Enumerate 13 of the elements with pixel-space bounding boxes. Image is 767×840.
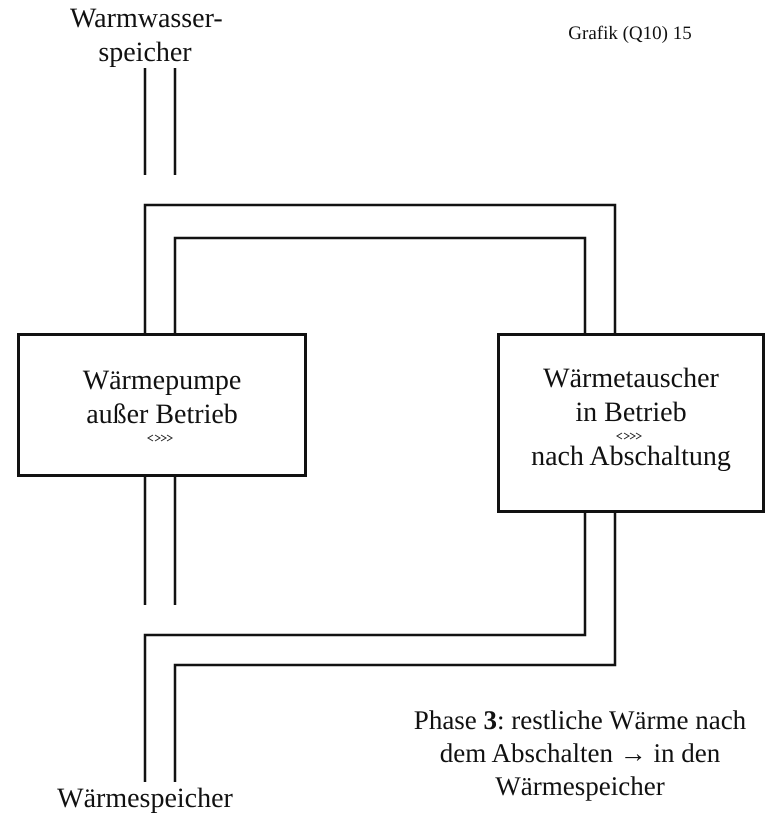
tank-name: Wärmespeicher <box>56 782 234 816</box>
pipe <box>144 476 176 606</box>
heat-pump-box <box>17 333 307 477</box>
box-text: Wärmetauscher in Betrieb <box>542 362 720 430</box>
box-text: nach Abschaltung <box>530 440 732 474</box>
heat-exchanger-box <box>497 333 765 513</box>
tank-name: Warmwasser- speicher <box>70 2 220 70</box>
box-text: Wärmepumpe außer Betrieb <box>82 364 242 432</box>
pipe <box>144 512 616 784</box>
pipe <box>144 66 176 176</box>
phase-note: Phase 3: restliche Wärme nach dem Abschalten → in den Wärmespeicher <box>412 704 748 803</box>
pipe <box>144 204 616 334</box>
figure-number: Grafik (Q10) 15 <box>567 22 693 46</box>
